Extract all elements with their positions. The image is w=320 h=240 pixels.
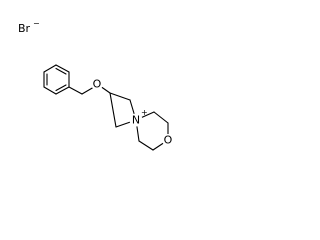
ring-oxygen-backdrop	[162, 134, 174, 146]
nitrogen-backdrop	[129, 113, 143, 127]
benzene-bond-5	[43, 86, 57, 95]
ether-oxygen-backdrop	[91, 78, 103, 90]
nitrogen-label: N	[132, 114, 140, 127]
azetidine-bond-1	[109, 92, 131, 101]
bromide-ion: Br −	[18, 19, 40, 35]
benzene-bond-2	[55, 64, 70, 73]
benzene-ring	[43, 64, 70, 95]
benzene-double-bond-1	[55, 67, 67, 75]
benzene-double-bond-2	[55, 84, 67, 92]
atom-nitrogen: N +	[129, 108, 148, 127]
atom-ring-oxygen: O	[162, 134, 174, 147]
morpholine-bond-5	[138, 140, 154, 151]
nitrogen-charge: +	[141, 108, 148, 117]
morpholine-bond-2	[153, 111, 169, 124]
bromide-symbol: Br	[18, 22, 31, 35]
ether-oxygen-label: O	[93, 78, 102, 91]
structure-diagram: Br − O N +	[18, 19, 174, 151]
ring-oxygen-label: O	[164, 134, 173, 147]
bromide-charge: −	[33, 19, 40, 28]
azetidine-bond-4	[109, 92, 117, 128]
ring-to-ch2-bond	[68, 86, 83, 95]
benzene-bond-4	[55, 86, 70, 95]
atom-ether-oxygen: O	[91, 78, 103, 91]
benzene-bond-1	[43, 64, 57, 73]
ch2-to-oxygen-bond	[81, 86, 95, 95]
